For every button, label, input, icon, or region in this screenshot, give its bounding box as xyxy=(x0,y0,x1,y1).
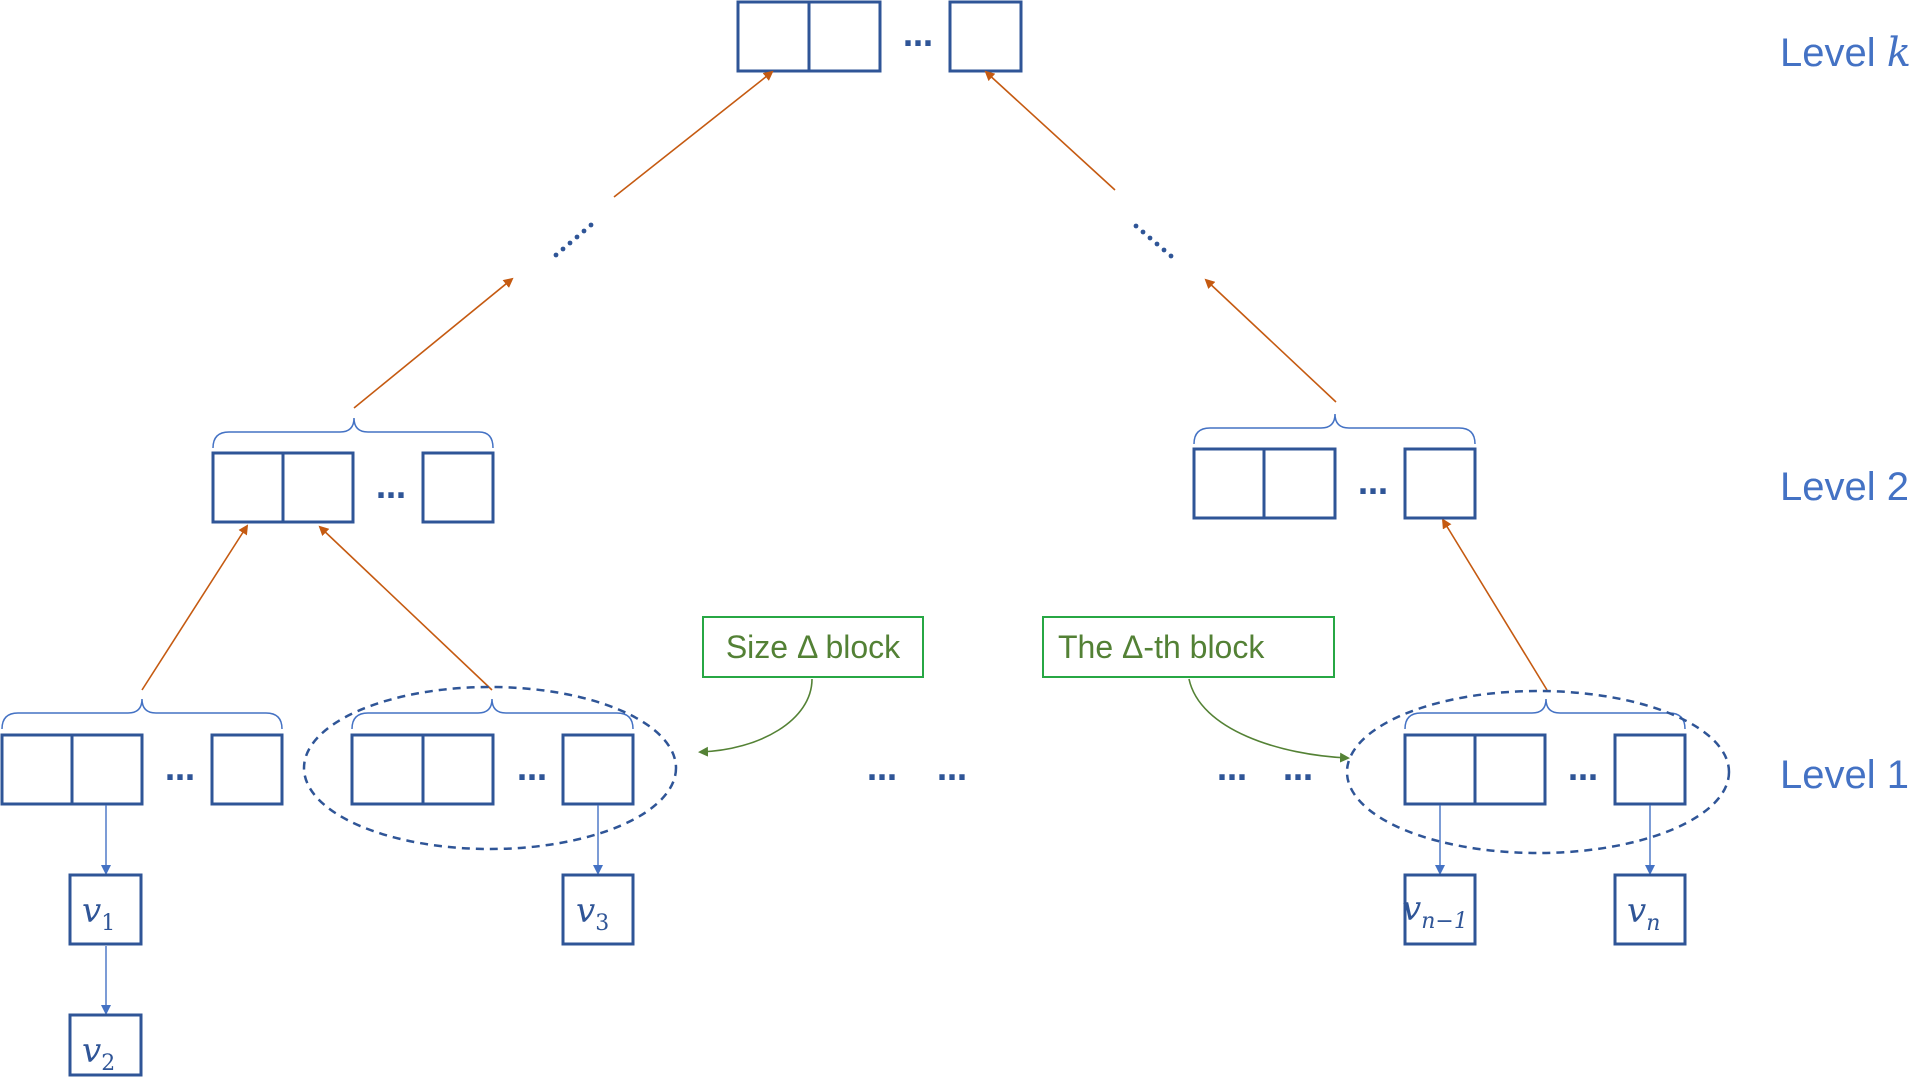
level-1-gap-ellipsis: … xyxy=(867,753,897,788)
level-2-block-right xyxy=(1192,447,1477,520)
size-block-ellipse xyxy=(302,685,678,851)
level-1-block-2-ellipsis: … xyxy=(517,753,547,788)
level-1-label: Level 1 xyxy=(1780,753,1909,797)
level-1-block-last-ellipsis: … xyxy=(1568,753,1598,788)
level-1-gap-ellipsis: … xyxy=(1283,753,1313,788)
arrow-level2-up-right xyxy=(1204,278,1337,403)
arrow-to-level-k-left xyxy=(613,70,774,198)
vertex-box-v3 xyxy=(561,873,635,946)
level-2-left-ellipsis: … xyxy=(376,471,406,506)
level-1-block-2 xyxy=(350,733,635,806)
vertex-label-v2: v2 xyxy=(82,1031,115,1076)
level-2-block-left xyxy=(211,451,495,524)
arrow-block1-to-level2 xyxy=(141,524,249,691)
vertex-box-v1 xyxy=(68,873,143,946)
size-block-connector xyxy=(698,678,813,757)
level-1-gap-ellipsis: … xyxy=(937,753,967,788)
level-1-block-1-ellipsis: … xyxy=(165,753,195,788)
size-block-callout-text: Size Δ block xyxy=(726,629,901,665)
brace-level-1-block-last xyxy=(1404,698,1686,730)
arrow-to-level-k-right xyxy=(984,70,1116,191)
vertex-label-vn-1: vn−1 xyxy=(1402,889,1468,934)
arrow-level2-up-left xyxy=(353,277,514,409)
delta-th-block-ellipse xyxy=(1345,689,1731,855)
block-cell xyxy=(948,0,1023,73)
vertex-box-vn xyxy=(1613,873,1687,946)
arrow-block2-to-level2 xyxy=(318,525,493,691)
arrow-last-block-to-level2 xyxy=(1441,518,1548,691)
brace-level-2-right xyxy=(1193,413,1476,445)
vertex-label-v3: v3 xyxy=(576,891,609,936)
dotted-continuation-right xyxy=(1133,223,1174,259)
level-k-ellipsis: … xyxy=(903,19,933,54)
level-1-block-last xyxy=(1403,733,1687,806)
delta-th-block-connector xyxy=(1188,678,1350,763)
vertex-label-v1: v1 xyxy=(82,891,115,936)
level-2-right-ellipsis: … xyxy=(1358,467,1388,502)
vertex-box-v2 xyxy=(68,1013,143,1077)
level-1-gap-ellipsis: … xyxy=(1217,753,1247,788)
delta-th-block-callout-box xyxy=(1042,616,1335,678)
brace-level-2-left xyxy=(212,417,494,449)
size-block-callout-box xyxy=(702,616,924,678)
delta-th-block-callout-text: The Δ-th block xyxy=(1058,629,1265,665)
vertex-box-vn-1 xyxy=(1403,873,1477,946)
level-k-label: Level k xyxy=(1780,30,1911,76)
vertex-label-vn: vn xyxy=(1627,891,1660,936)
brace-level-1-block-2 xyxy=(351,698,634,730)
level-k-block xyxy=(736,0,1023,73)
level-1-block-1 xyxy=(0,733,284,806)
level-2-label: Level 2 xyxy=(1780,465,1909,509)
dotted-continuation-left xyxy=(553,222,594,258)
brace-level-1-block-1 xyxy=(1,698,283,730)
